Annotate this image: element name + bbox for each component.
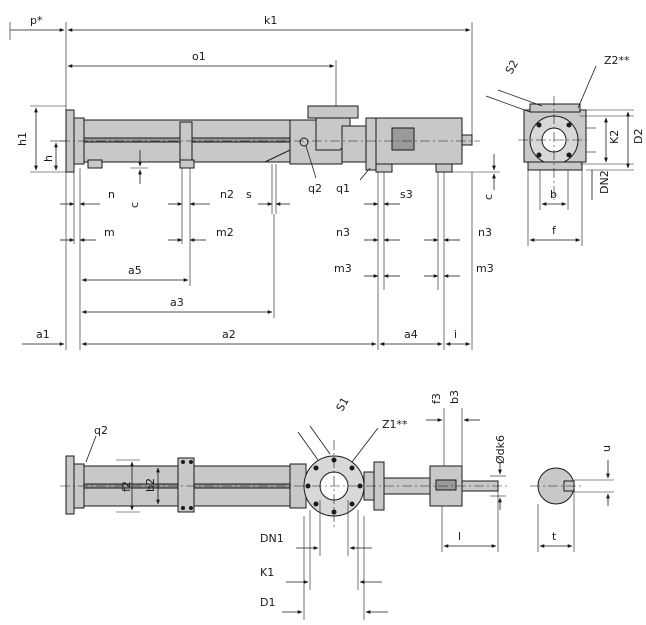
label-f3: f3: [430, 393, 443, 404]
suction-flange: [307, 105, 359, 119]
label-n2: n2: [220, 188, 234, 201]
label-b: b: [550, 188, 557, 201]
foot-dimensions-row3: m3 m3: [334, 262, 494, 278]
label-m2: m2: [216, 226, 234, 239]
label-m3-right: m3: [476, 262, 494, 275]
top-end-flange: [65, 455, 75, 515]
length-dimensions: a5 a3 a1 a2 a4 i: [22, 172, 473, 350]
top-view-dimensions: q2 f2 b2 S1 Z1** f3 b3 Ødk6 u t: [85, 390, 614, 620]
label-n3-left: n3: [336, 226, 350, 239]
label-a2: a2: [222, 328, 236, 341]
side-view: [60, 105, 480, 173]
label-t: t: [552, 530, 557, 543]
top-clamp: [177, 457, 195, 513]
label-q2-bottom: q2: [94, 424, 108, 437]
label-l: l: [458, 530, 461, 543]
label-q2-top: q2: [308, 182, 322, 195]
motor-box: [391, 127, 415, 151]
label-m: m: [104, 226, 115, 239]
label-n: n: [108, 188, 115, 201]
label-Z1: Z1**: [382, 418, 408, 431]
foot-4: [375, 163, 393, 173]
foot-dimensions-row1: n n2 s s3 c c: [60, 150, 500, 350]
label-DN1: DN1: [260, 532, 284, 545]
top-motor-box: [435, 479, 457, 491]
label-u: u: [600, 445, 613, 452]
label-h: h: [42, 155, 55, 162]
label-h1: h1: [16, 132, 29, 146]
label-c-left: c: [128, 202, 141, 208]
clamp-1: [179, 121, 193, 163]
label-a1: a1: [36, 328, 50, 341]
label-n3-right: n3: [478, 226, 492, 239]
lantern: [341, 125, 367, 163]
foot-1: [87, 159, 103, 169]
label-Z2: Z2**: [604, 54, 630, 67]
label-p-star: p*: [30, 14, 43, 27]
end-foot: [527, 161, 583, 171]
label-a3: a3: [170, 296, 184, 309]
label-o1: o1: [192, 50, 206, 63]
end-view: [518, 96, 590, 200]
label-f2: f2: [120, 481, 133, 492]
foot-dimensions-row2: m m2 n3 n3: [60, 172, 492, 350]
label-b2: b2: [144, 478, 157, 492]
label-K1: K1: [260, 566, 274, 579]
label-f: f: [552, 224, 557, 237]
label-D1: D1: [260, 596, 275, 609]
label-s3: s3: [400, 188, 413, 201]
label-K2: K2: [608, 130, 621, 144]
label-DN2: DN2: [598, 170, 611, 194]
label-S2: S2: [503, 58, 521, 77]
label-dk6: Ødk6: [494, 435, 507, 464]
top-dimensions: p* k1 o1: [9, 14, 473, 350]
label-k1: k1: [264, 14, 277, 27]
label-i: i: [454, 328, 457, 341]
foot-5: [435, 163, 453, 173]
label-b3: b3: [448, 390, 461, 404]
height-dimensions: h1 h: [16, 105, 66, 173]
label-m3-left: m3: [334, 262, 352, 275]
drain-plug-q2: [299, 137, 309, 147]
label-S1: S1: [334, 395, 352, 414]
top-view: [60, 440, 584, 530]
drive-shaft-end: [461, 134, 473, 146]
label-s: s: [246, 188, 252, 201]
end-top-flange: [529, 103, 581, 113]
end-view-dimensions: S2 Z2** K2 D2 DN2 b f: [485, 54, 645, 246]
foot-2: [179, 159, 195, 169]
label-D2: D2: [632, 129, 645, 144]
label-a4: a4: [404, 328, 418, 341]
label-a5: a5: [128, 264, 142, 277]
drive-flange: [365, 117, 377, 171]
label-q1: q1: [336, 182, 350, 195]
label-c-right: c: [482, 194, 495, 200]
